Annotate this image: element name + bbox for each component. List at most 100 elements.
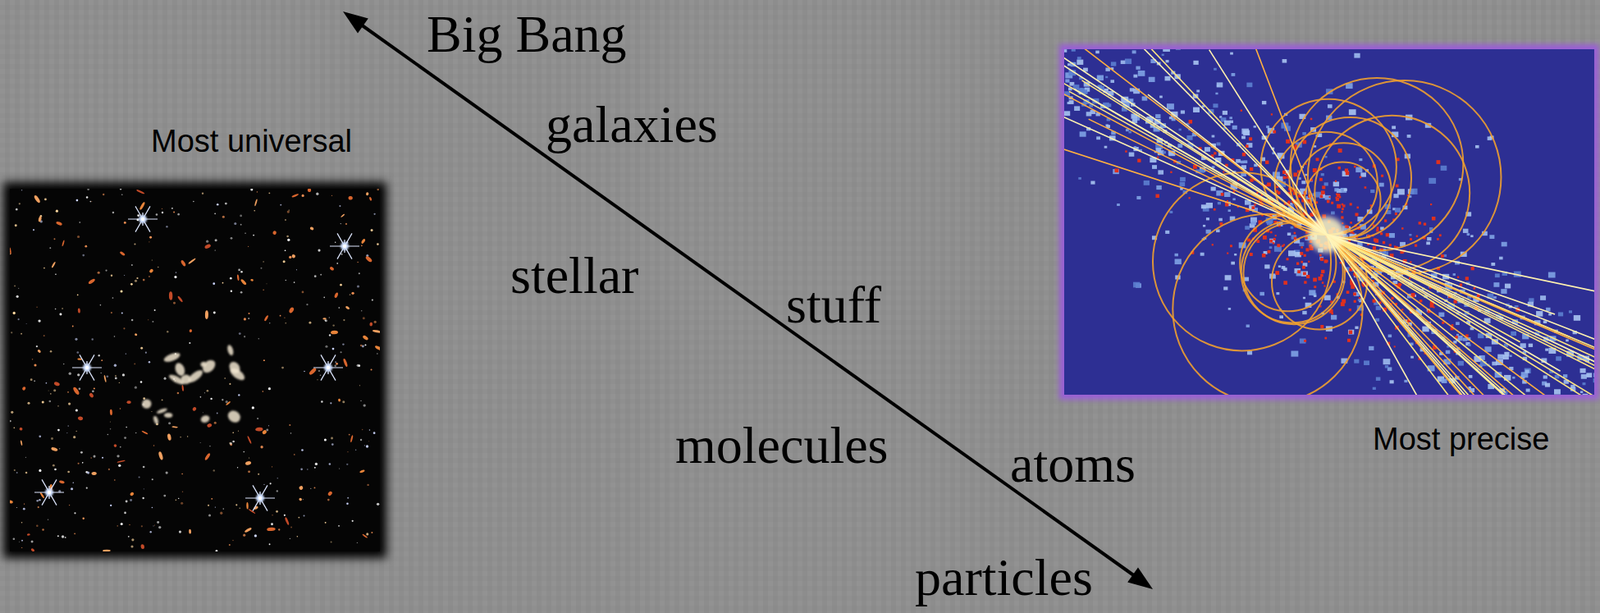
- calorimeter-hit: [1453, 273, 1456, 276]
- calorimeter-hit: [1222, 110, 1228, 115]
- diffraction-spike: [252, 484, 268, 511]
- faint-star: [119, 188, 122, 191]
- faint-star: [91, 389, 95, 393]
- energy-deposit: [1249, 178, 1253, 182]
- faint-star: [279, 315, 282, 317]
- calorimeter-hit: [1325, 155, 1328, 158]
- diffraction-spike: [41, 479, 57, 505]
- calorimeter-hit: [1467, 343, 1472, 347]
- faint-star: [54, 273, 57, 275]
- calorimeter-hit: [1391, 125, 1396, 129]
- calorimeter-hit: [1241, 136, 1246, 140]
- faint-star: [100, 359, 103, 362]
- faint-star: [290, 432, 292, 434]
- energy-deposit: [1340, 210, 1343, 213]
- bright-star: [329, 233, 360, 259]
- faint-star: [365, 532, 369, 535]
- calorimeter-hit: [1232, 125, 1238, 130]
- faint-star: [269, 482, 272, 485]
- energy-deposit: [1321, 190, 1326, 195]
- calorimeter-hit: [1193, 60, 1198, 65]
- distant-galaxy: [109, 409, 113, 416]
- faint-star: [349, 293, 352, 296]
- faint-star: [98, 354, 101, 357]
- calorimeter-hit: [1156, 147, 1162, 152]
- straight-track: [1326, 234, 1595, 395]
- faint-star: [73, 435, 76, 439]
- energy-deposit: [1245, 144, 1249, 148]
- straight-track: [1088, 118, 1327, 235]
- faint-star: [73, 482, 75, 485]
- faint-star: [376, 188, 380, 191]
- energy-deposit: [1409, 260, 1412, 263]
- calorimeter-hit: [1383, 358, 1391, 365]
- energy-deposit: [1266, 182, 1271, 187]
- faint-star: [271, 514, 274, 517]
- distant-galaxy: [291, 254, 296, 259]
- faint-star: [366, 484, 369, 486]
- calorimeter-hit: [1229, 116, 1233, 119]
- calorimeter-hit: [1287, 233, 1291, 237]
- deep-field-objects: [9, 188, 380, 552]
- faint-star: [324, 521, 327, 524]
- faint-star: [47, 519, 49, 521]
- faint-star: [359, 384, 361, 386]
- calorimeter-hit: [1536, 310, 1543, 317]
- energy-deposit: [1285, 176, 1289, 179]
- energy-deposit: [1270, 231, 1273, 234]
- calorimeter-hit: [1177, 143, 1183, 148]
- faint-star: [136, 277, 138, 279]
- faint-star: [248, 312, 251, 315]
- energy-deposit: [1324, 337, 1327, 340]
- calorimeter-hit: [1393, 193, 1399, 198]
- calorimeter-hit: [1078, 87, 1083, 91]
- faint-star: [206, 389, 210, 393]
- faint-star: [93, 455, 96, 458]
- calorimeter-hit: [1133, 74, 1138, 78]
- faint-star: [228, 383, 231, 385]
- faint-star: [50, 393, 52, 395]
- faint-star: [97, 271, 101, 275]
- faint-star: [141, 497, 144, 499]
- faint-star: [37, 506, 40, 508]
- faint-star: [161, 398, 164, 401]
- energy-deposit: [1211, 243, 1214, 246]
- calorimeter-hit: [1344, 188, 1348, 192]
- faint-star: [348, 434, 351, 436]
- calorimeter-hit: [1278, 265, 1281, 267]
- energy-deposit: [1316, 157, 1320, 161]
- faint-star: [145, 352, 147, 354]
- calorimeter-hit: [1216, 141, 1221, 146]
- calorimeter-hit: [1354, 326, 1358, 330]
- faint-star: [324, 438, 327, 441]
- faint-star: [210, 397, 212, 400]
- faint-star: [161, 211, 164, 214]
- scale-label: Big Bang: [426, 8, 627, 61]
- faint-star: [177, 213, 180, 216]
- calorimeter-hit: [1501, 242, 1508, 247]
- faint-star: [263, 484, 265, 485]
- energy-deposit: [1307, 260, 1310, 263]
- faint-star: [270, 522, 274, 526]
- faint-star: [237, 430, 239, 432]
- faint-star: [157, 266, 159, 268]
- straight-track: [1074, 89, 1327, 235]
- distant-galaxy: [59, 480, 65, 485]
- faint-star: [21, 521, 23, 523]
- calorimeter-hit: [1112, 169, 1120, 174]
- faint-star: [247, 246, 249, 247]
- faint-star: [224, 377, 225, 379]
- faint-star: [80, 451, 83, 454]
- energy-deposit: [1419, 299, 1422, 302]
- energy-deposit: [1382, 241, 1386, 244]
- faint-star: [123, 274, 125, 276]
- energy-deposit: [1267, 250, 1271, 254]
- distant-galaxy: [330, 329, 339, 334]
- faint-star: [222, 215, 225, 219]
- faint-star: [20, 333, 23, 335]
- calorimeter-hit: [1389, 379, 1395, 384]
- faint-star: [86, 188, 90, 191]
- distant-galaxy: [350, 434, 354, 443]
- faint-star: [57, 534, 60, 537]
- calorimeter-hit: [1279, 315, 1284, 319]
